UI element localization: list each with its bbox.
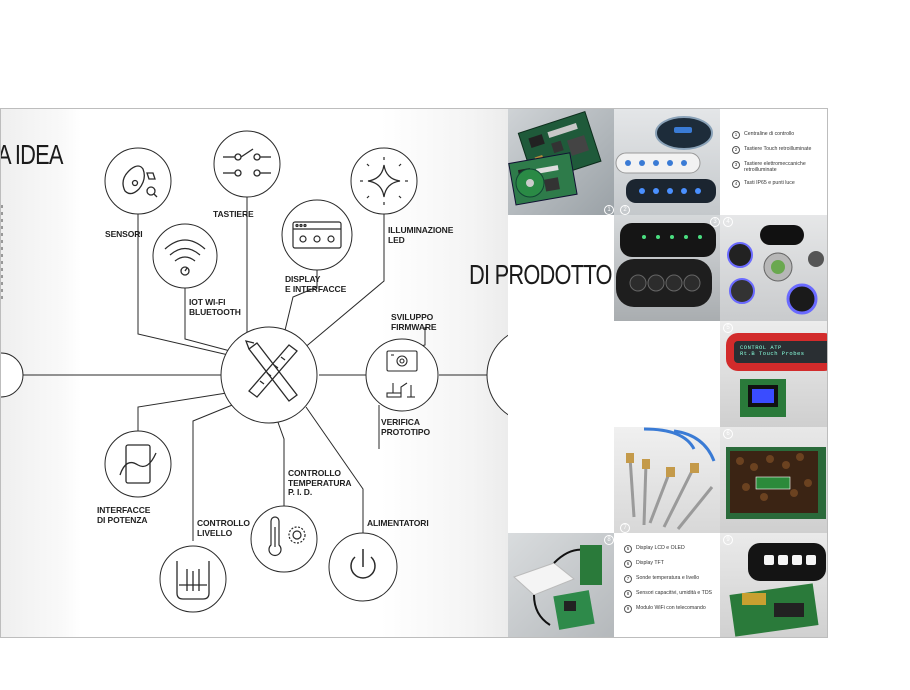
photo-capacitive-sensors: 8	[508, 533, 614, 637]
display-icon	[292, 221, 342, 249]
thermometer-icon	[268, 516, 306, 556]
display-readout: CONTROL ATP Rt.B Touch Probes	[740, 344, 805, 357]
photo-number: 9	[723, 535, 733, 545]
label-alimentatori: ALIMENTATORI	[367, 518, 429, 528]
photo-number: 1	[604, 205, 614, 215]
design-tools-icon	[244, 340, 298, 402]
wifi-icon	[164, 239, 206, 276]
left-page: A IDEA	[0, 109, 612, 637]
left-text-fragment	[1, 205, 5, 315]
label-controllo-livello: CONTROLLO LIVELLO	[197, 518, 250, 538]
heading-prodotto: DI PRODOTTO	[469, 259, 612, 290]
photo-lcd-oled-display: CONTROL ATP Rt.B Touch Probes 5	[720, 321, 827, 427]
label-illuminazione: ILLUMINAZIONE LED	[388, 225, 454, 245]
photo-control-boards: 1	[508, 109, 614, 215]
label-interfacce: INTERFACCE DI POTENZA	[97, 505, 151, 525]
photo-number: 5	[723, 323, 733, 333]
photo-ip65-buttons: 4	[720, 215, 827, 321]
brochure-spread: A IDEA	[0, 108, 828, 638]
photo-temperature-probes: 7	[614, 427, 720, 533]
label-verifica: VERIFICA PROTOTIPO	[381, 417, 431, 437]
heading-idea: A IDEA	[0, 139, 64, 170]
label-tastiere: TASTIERE	[213, 209, 254, 219]
power-icon	[350, 549, 376, 579]
label-controllo-temperatura: CONTROLLO TEMPERATURA P. I. D.	[288, 468, 352, 497]
label-sviluppo: SVILUPPO FIRMWARE	[391, 312, 437, 332]
photo-number: 2	[620, 205, 630, 215]
level-sensor-icon	[176, 561, 210, 600]
photo-number: 7	[620, 523, 630, 533]
sensor-icon	[122, 165, 158, 198]
photo-wifi-module: 9	[720, 533, 827, 637]
firmware-icon	[386, 350, 418, 398]
process-diagram	[1, 130, 508, 613]
power-interface-icon	[119, 444, 157, 484]
photo-number: 8	[604, 535, 614, 545]
switch-icon	[223, 148, 271, 177]
label-iot: IoT WI-FI BLUETOOTH	[189, 297, 241, 317]
label-display: DISPLAY E INTERFACCE	[285, 274, 347, 294]
photo-number: 6	[723, 429, 733, 439]
photo-number: 4	[723, 217, 733, 227]
photo-number: 3	[710, 217, 720, 227]
photo-tft-display: 6	[720, 427, 827, 533]
label-sensori: SENSORI	[105, 229, 143, 239]
photo-electromechanical-keyboard: 3	[614, 215, 720, 321]
led-icon	[360, 157, 408, 205]
photo-touch-keyboards: 2	[614, 109, 720, 215]
